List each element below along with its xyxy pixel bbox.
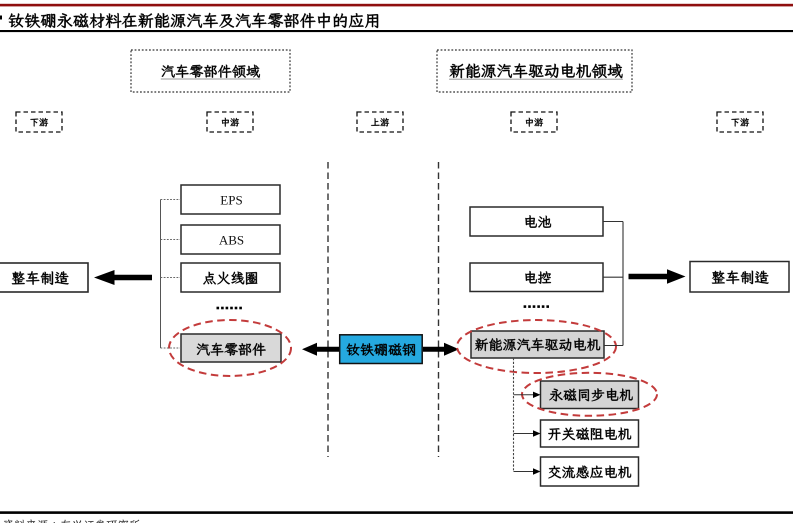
svg-text:EPS: EPS: [220, 192, 242, 207]
svg-text:ABS: ABS: [219, 232, 244, 247]
